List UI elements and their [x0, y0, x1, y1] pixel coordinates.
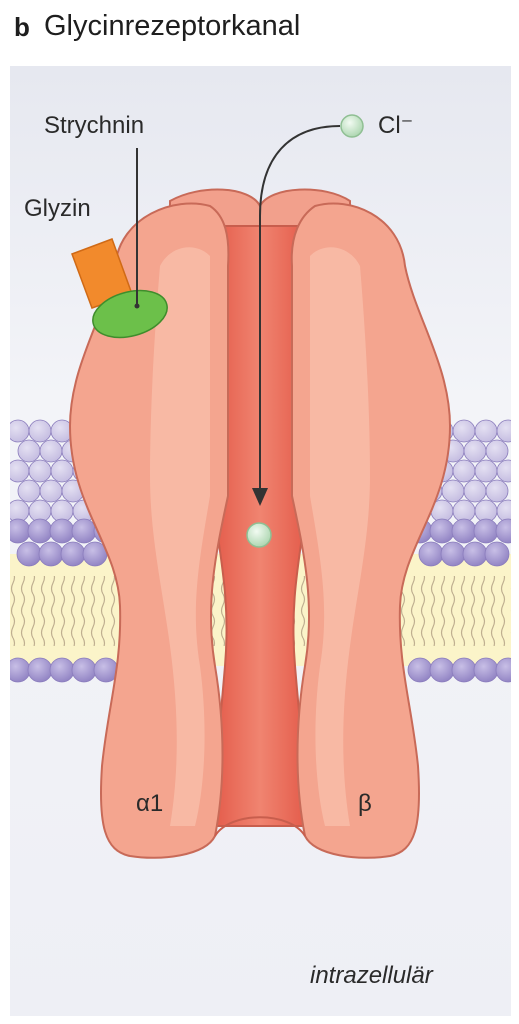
lipid-head: [39, 439, 63, 463]
lipid-head: [17, 439, 41, 463]
strychnine-shape: [92, 289, 168, 339]
panel-letter: b: [14, 12, 30, 42]
lipid-head: [407, 657, 433, 683]
glycine-label: Glyzin: [24, 195, 91, 222]
lipid-head: [451, 518, 477, 544]
lipid-head: [496, 419, 511, 443]
lipid-head: [440, 541, 466, 567]
lipid-head: [27, 657, 53, 683]
lipid-head: [473, 518, 499, 544]
lipid-head: [28, 419, 52, 443]
lipid-head: [418, 541, 444, 567]
lipid-head: [441, 479, 465, 503]
lipid-head: [462, 541, 488, 567]
beta-subunit-highlight: [310, 247, 370, 827]
lipid-head: [474, 459, 498, 483]
chloride-path-arrow: [259, 125, 341, 491]
lipid-head: [473, 657, 499, 683]
lipid-head: [429, 518, 455, 544]
lipid-head: [496, 459, 511, 483]
lipid-head: [452, 419, 476, 443]
lipid-head: [60, 541, 86, 567]
chloride-ion-outside: [340, 114, 364, 138]
lipid-head: [451, 657, 477, 683]
lipid-head: [16, 541, 42, 567]
lipid-head: [38, 541, 64, 567]
alpha1-subunit-highlight: [150, 247, 210, 827]
strychnine-label: Strychnin: [44, 112, 145, 139]
lipid-head: [463, 479, 487, 503]
lipid-head: [495, 657, 511, 683]
lipid-head: [28, 459, 52, 483]
lipid-head: [485, 439, 509, 463]
binding-site: [71, 238, 168, 339]
panel-title: Glycinrezeptorkanal: [44, 10, 301, 42]
lipid-head: [17, 479, 41, 503]
lipid-head: [27, 518, 53, 544]
lipid-head: [10, 459, 30, 483]
lipid-head: [39, 479, 63, 503]
strychnine-leader-dot: [134, 303, 140, 309]
lipid-head: [429, 657, 455, 683]
lipid-head: [71, 518, 97, 544]
intracellular-label: intrazellulär: [310, 962, 433, 989]
lipid-head: [485, 479, 509, 503]
receptor-channel: [68, 188, 452, 859]
chloride-ion-inside: [246, 522, 272, 548]
subunit-beta-label: β: [358, 790, 372, 817]
lipid-head: [50, 459, 74, 483]
lipid-heads-lower: [10, 657, 511, 683]
glycine-receptor-diagram: [10, 66, 511, 1016]
lipid-head: [452, 459, 476, 483]
lipid-head: [495, 518, 511, 544]
lipid-head: [474, 419, 498, 443]
figure-header: b Glycinrezeptorkanal: [0, 0, 519, 66]
chloride-label: Cl⁻: [378, 112, 414, 139]
subunit-alpha1-label: α1: [136, 790, 164, 817]
chloride-arrowhead: [252, 488, 268, 506]
lipid-head: [10, 419, 30, 443]
lipid-head: [71, 657, 97, 683]
lipid-head: [10, 657, 31, 683]
lipid-head: [463, 439, 487, 463]
lipid-head: [49, 518, 75, 544]
lipid-head: [10, 518, 31, 544]
lipid-head: [484, 541, 510, 567]
lipid-head: [49, 657, 75, 683]
pore-bottom-edge: [214, 816, 306, 837]
